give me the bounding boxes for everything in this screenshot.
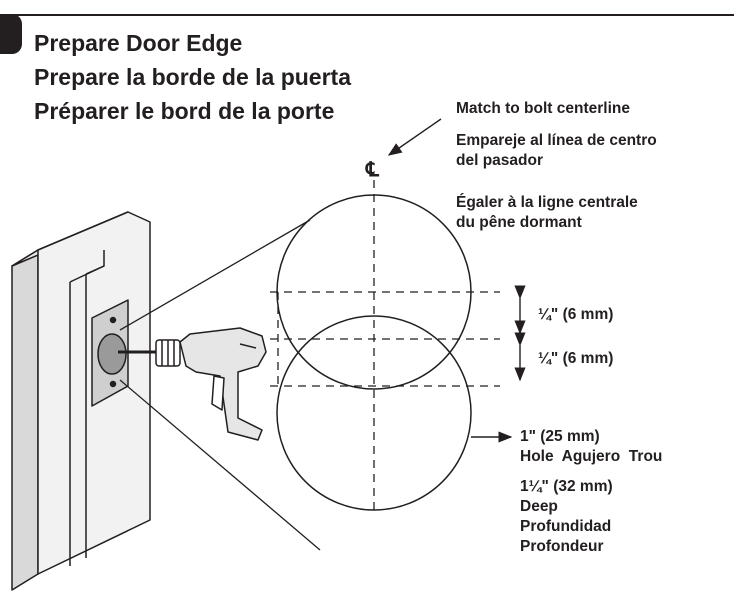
leader-arrows bbox=[387, 118, 513, 443]
match-centerline-french-1: Égaler à la ligne centrale bbox=[456, 194, 638, 211]
centerline-symbol: ℄ bbox=[365, 159, 380, 181]
screw-hole-top bbox=[109, 316, 117, 324]
depth-spanish-label: Profundidad bbox=[520, 518, 612, 535]
door-stop-molding bbox=[69, 274, 87, 566]
match-centerline-english: Match to bolt centerline bbox=[456, 100, 630, 117]
match-centerline-spanish-1: Empareje al línea de centro bbox=[456, 132, 657, 149]
title-french: Préparer le bord de la porte bbox=[34, 98, 335, 124]
depth-french-label: Profondeur bbox=[520, 538, 604, 555]
drill-illustration bbox=[118, 327, 267, 441]
drill-trigger bbox=[211, 375, 225, 411]
header-rule bbox=[0, 14, 734, 16]
hole-size-label: 1" (25 mm) bbox=[520, 428, 600, 445]
depth-size-label: 1¼" (32 mm) bbox=[520, 478, 613, 495]
bored-hole bbox=[97, 333, 127, 375]
projection-lines bbox=[119, 219, 321, 551]
screw-hole-bottom bbox=[109, 380, 117, 388]
step-number-badge bbox=[0, 14, 22, 54]
door-side-face bbox=[11, 249, 39, 591]
hole-circle-lower bbox=[276, 315, 472, 511]
title-spanish: Prepare la borde de la puerta bbox=[34, 64, 352, 90]
offset-lower-label: ¼" (6 mm) bbox=[538, 350, 614, 367]
guide-lines bbox=[270, 180, 500, 510]
match-centerline-spanish-2: del pasador bbox=[456, 152, 543, 169]
title-english: Prepare Door Edge bbox=[34, 30, 243, 56]
depth-english-label: Deep bbox=[520, 498, 558, 515]
hole-words-label: Hole Agujero Trou bbox=[520, 448, 663, 465]
centerline-leader bbox=[387, 118, 442, 156]
offset-upper-label: ¼" (6 mm) bbox=[538, 306, 614, 323]
match-centerline-french-2: du pêne dormant bbox=[456, 214, 582, 231]
door-illustration bbox=[11, 211, 151, 591]
